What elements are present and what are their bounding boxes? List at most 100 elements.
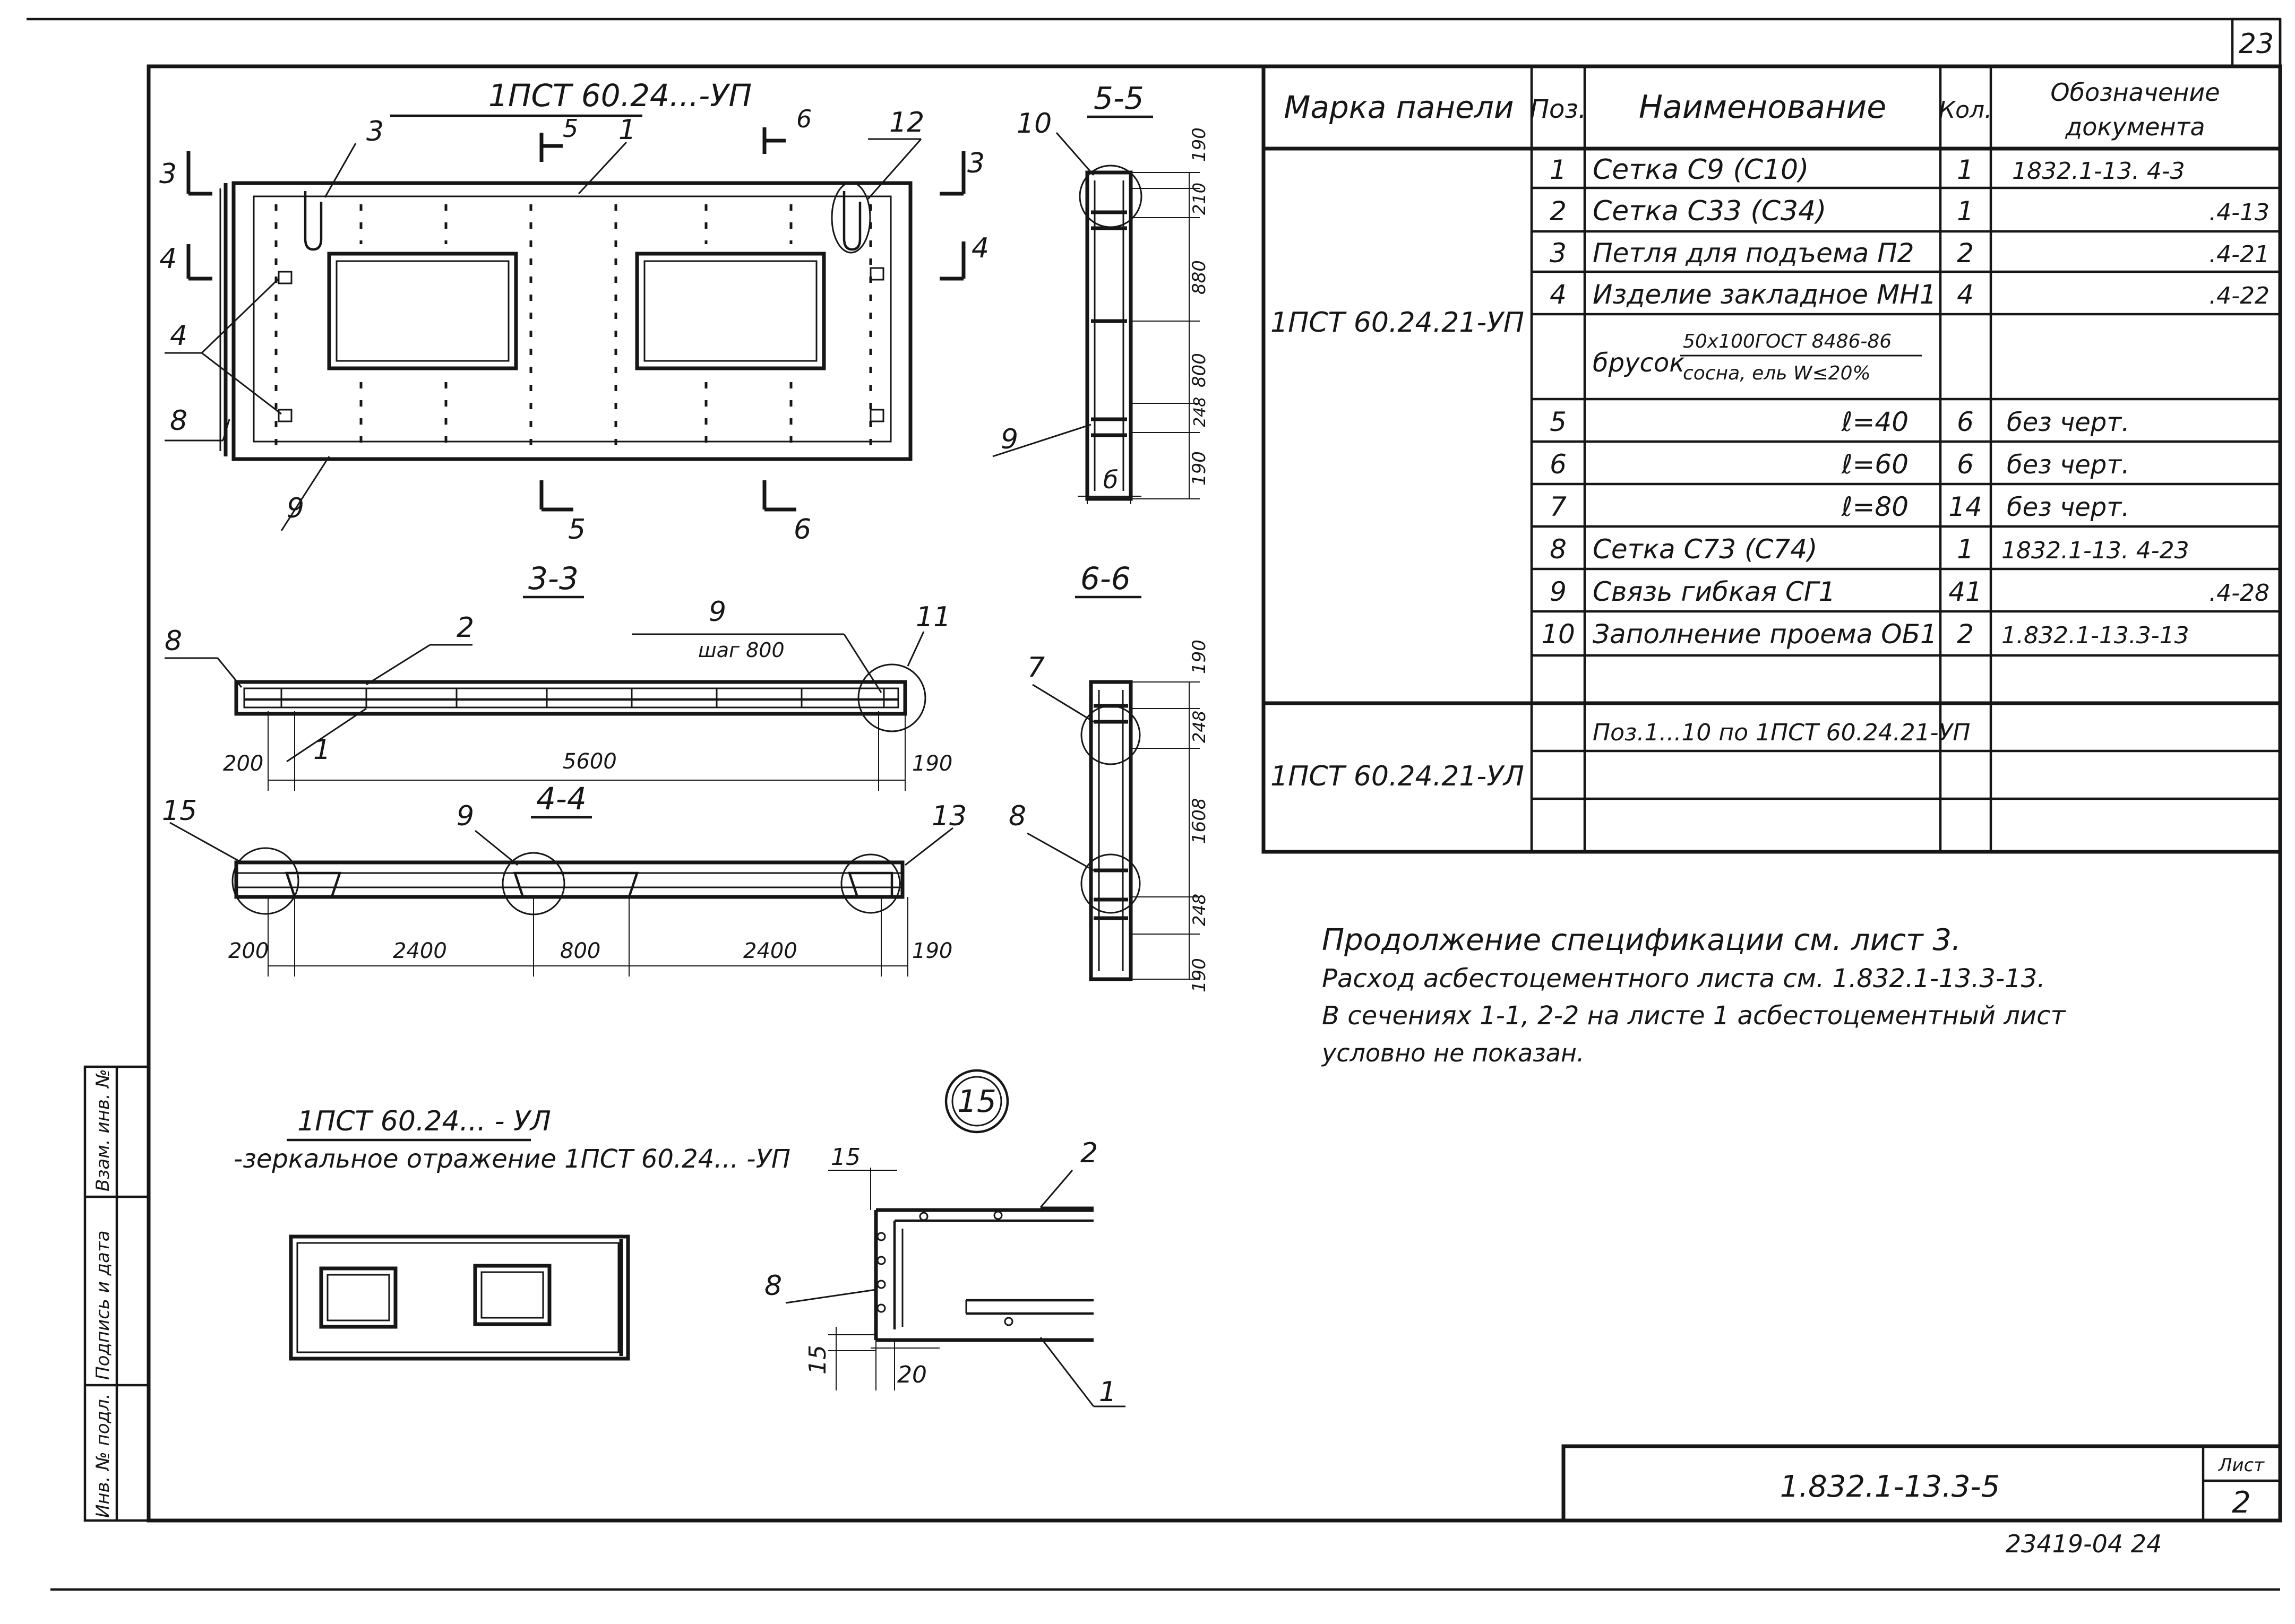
panel-main-view [219,181,913,461]
note-1: Продолжение спецификации см. лист 3. [1322,923,1961,957]
section-6-6-drawing [1027,680,1200,981]
dim-3-3-200: 200 [223,751,263,776]
row10-qty: 2 [1957,619,1974,650]
row5-pos: 5 [1550,407,1567,437]
detail-15-number: 15 [957,1083,996,1119]
title-doc-code: 1.832.1-13.3-5 [1780,1470,2000,1504]
row8-pos: 8 [1550,534,1567,565]
dim-4-4-800: 800 [560,939,600,963]
detail-15-drawing [785,1168,1125,1407]
row-brusok-prefix: брусок [1593,348,1684,378]
dim-5-5-800: 800 [1189,353,1210,387]
row6-pos: 6 [1550,449,1567,480]
section-6-6-title: 6-6 [1080,560,1131,597]
row2-doc: .4-13 [2209,199,2270,226]
row3-qty: 2 [1957,238,1974,269]
callout-10: 10 [1017,108,1052,140]
callout-1-s33: 1 [313,734,331,766]
row1-name: Сетка С9 (С10) [1593,154,1809,186]
detail-15-marker [944,1069,1009,1134]
callout-9: 9 [287,493,304,524]
stamp-inv-podl: Инв. № подл. [92,1393,114,1518]
section-markers [186,127,966,512]
marker-5-bottom: 5 [568,514,586,546]
section-4-4-drawing [169,822,953,977]
callout-2-s33: 2 [457,612,474,644]
dim-5-5-b: б [1103,465,1118,494]
callout-7: 7 [1027,652,1045,684]
row3-doc: .4-21 [2209,241,2270,268]
mirror-title: 1ПСТ 60.24... - УЛ [297,1105,551,1137]
dim-3-3-190: 190 [912,751,952,776]
row1-doc: 1832.1-13. 4-3 [2012,158,2185,185]
side-stamp [83,1065,150,1522]
row5-qty: 6 [1957,407,1974,437]
callout-3: 3 [366,116,384,148]
row10-name: Заполнение проема ОБ1 [1593,619,1937,650]
dim-5-5-190-bot: 190 [1189,451,1210,486]
row8-name: Сетка С73 (С74) [1593,534,1818,565]
callout-4: 4 [170,320,187,352]
title-list-number: 2 [2232,1485,2251,1520]
row9-name: Связь гибкая СГ1 [1593,576,1835,607]
dim-6-6-248: 248 [1189,711,1209,743]
note-3: В сечениях 1-1, 2-2 на листе 1 асбестоце… [1322,1001,2067,1031]
th-mark: Марка панели [1284,89,1514,125]
callout-8-s66: 8 [1009,800,1026,832]
main-leaders [165,138,922,531]
callout-9-s55: 9 [1001,424,1018,455]
callout-8-s33: 8 [165,625,182,657]
th-doc-1: Обозначение [2050,78,2220,107]
row10-doc: 1.832.1-13.3-13 [2001,622,2189,649]
row4-name: Изделие закладное МН1 [1593,279,1937,310]
callout-1-detail: 1 [1099,1376,1116,1408]
dim-detail-15-left: 15 [804,1345,831,1375]
dim-4-4-2400-a: 2400 [393,939,447,963]
marker-3-right: 3 [967,148,985,179]
marker-5-top: 5 [563,114,578,143]
row3-pos: 3 [1550,238,1567,269]
th-qty: Кол. [1939,97,1992,124]
section-3-3-title: 3-3 [528,560,579,597]
callout-13: 13 [932,800,967,832]
th-doc-2: документа [2065,113,2205,141]
section-5-5-title: 5-5 [1094,80,1144,116]
stamp-podpis: Подпись и дата [92,1230,114,1380]
title-block [1561,1444,2282,1523]
row9-pos: 9 [1550,576,1567,607]
callout-8: 8 [170,405,187,437]
row4-qty: 4 [1957,279,1974,310]
row7-doc: без черт. [2007,493,2130,522]
mirror-text: -зеркальное отражение 1ПСТ 60.24... -УП [234,1144,790,1174]
row8-qty: 1 [1957,534,1974,565]
row1-qty: 1 [1957,154,1974,185]
marker-4-left: 4 [159,243,177,275]
dim-4-4-190: 190 [912,939,952,963]
th-pos: Поз. [1530,94,1586,124]
row7-name: ℓ=80 [1841,491,1909,522]
marker-4-right: 4 [972,232,989,264]
dim-6-6-248-b: 248 [1189,894,1209,926]
callout-9-s33: 9 [709,596,726,628]
row6-doc: без черт. [2007,450,2130,480]
marker-3-left: 3 [159,158,177,190]
row1-pos: 1 [1550,154,1567,185]
archive-number: 23419-04 24 [2006,1530,2162,1558]
panel-mirror-view [289,1234,630,1361]
row2-qty: 1 [1957,196,1974,227]
row4-doc: .4-22 [2209,282,2270,309]
row3-name: Петля для подъема П2 [1593,238,1914,269]
dim-3-3-5600: 5600 [563,749,617,774]
callout-9-s44: 9 [457,800,474,832]
group1-mark: 1ПСТ 60.24.21-УП [1270,307,1524,339]
marker-6-top: 6 [796,105,812,133]
row6-name: ℓ=60 [1841,449,1909,480]
dim-5-5-190-top: 190 [1189,127,1210,162]
row7-qty: 14 [1948,491,1982,522]
spec-table-grid [1261,64,2282,854]
row8-doc: 1832.1-13. 4-23 [2001,537,2189,564]
dim-6-6-1608: 1608 [1189,798,1210,844]
group2-note: Поз.1...10 по 1ПСТ 60.24.21-УП [1593,719,1970,746]
row7-pos: 7 [1550,491,1567,522]
